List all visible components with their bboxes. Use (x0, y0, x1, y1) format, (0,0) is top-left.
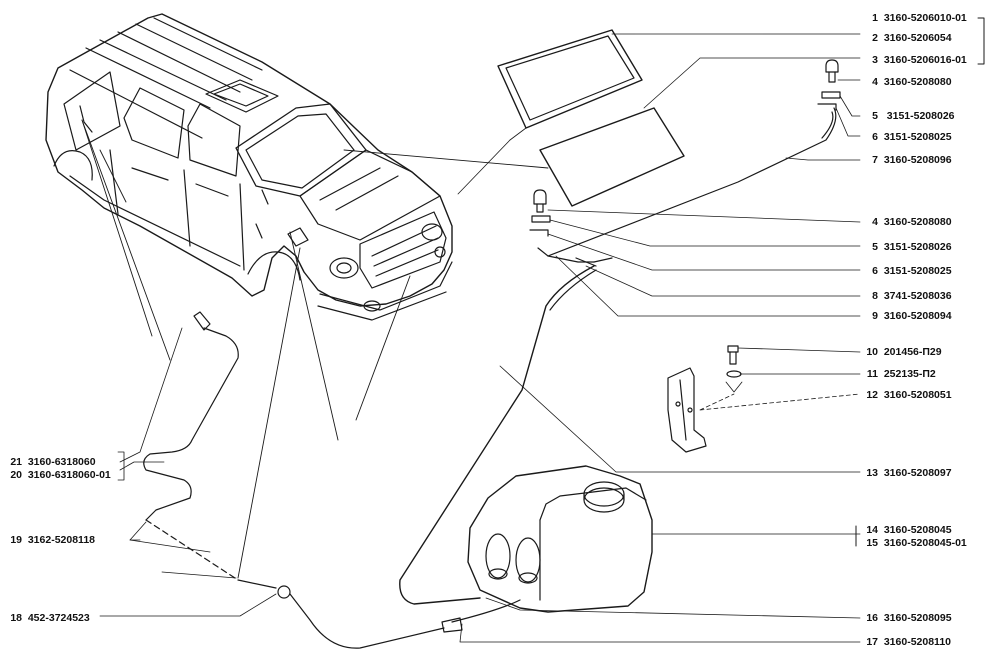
callout-code: 3151-5208025 (883, 265, 952, 277)
callout-number: 20 (10, 469, 22, 481)
callout-code: 452-3724523 (27, 612, 90, 624)
callout-6-upper: 6 3151-5208025 (868, 131, 952, 143)
callout-number: 6 (872, 131, 878, 143)
callout-code: 3160-5208045 (883, 524, 952, 536)
callout-21: 21 3160-6318060 (8, 456, 96, 468)
callout-code: 3160-5206010-01 (883, 12, 967, 24)
callout-number: 14 (866, 524, 878, 536)
callout-6-lower: 6 3151-5208025 (868, 265, 952, 277)
callout-number: 21 (10, 456, 22, 468)
callout-13: 13 3160-5208097 (862, 467, 952, 479)
callout-number: 8 (872, 290, 878, 302)
vehicle-illustration (45, 13, 453, 321)
callout-number: 5 (872, 110, 878, 122)
callout-code: 3160-5206016-01 (883, 54, 967, 66)
callout-4-lower: 4 3160-5208080 (868, 216, 952, 228)
callout-code: 3160-5208080 (883, 216, 952, 228)
callout-12: 12 3160-5208051 (862, 389, 952, 401)
rear-washer-hose (99, 311, 291, 617)
callout-4-upper: 4 3160-5208080 (868, 76, 952, 88)
callout-2: 2 3160-5206054 (868, 32, 952, 44)
callout-18: 18 452-3724523 (8, 612, 90, 624)
callout-8: 8 3741-5208036 (868, 290, 952, 302)
callout-code: 201456-П29 (883, 346, 942, 358)
rear-nozzle-assembly (547, 59, 861, 257)
callout-code: 3151-5208025 (883, 131, 952, 143)
callout-code: 3160-5208080 (883, 76, 952, 88)
callout-15: 15 3160-5208045-01 (862, 537, 967, 549)
callout-number: 15 (866, 537, 878, 549)
callout-code: 3741-5208036 (883, 290, 952, 302)
callout-code: 3160-6318060 (27, 456, 96, 468)
callout-code: 3160-5208097 (883, 467, 952, 479)
callout-10: 10 201456-П29 (862, 346, 942, 358)
washer-reservoir (467, 465, 861, 613)
callout-19: 19 3162-5208118 (8, 534, 95, 546)
callout-20: 20 3160-6318060-01 (8, 469, 111, 481)
callout-1: 1 3160-5206010-01 (868, 12, 967, 24)
callout-number: 10 (866, 346, 878, 358)
callout-16: 16 3160-5208095 (862, 612, 952, 624)
callout-5-upper: 5 3151-5208026 (868, 110, 955, 122)
callout-number: 4 (872, 76, 878, 88)
vehicle-leaders (81, 119, 549, 579)
callout-number: 9 (872, 310, 878, 322)
callout-code: 3160-5208096 (883, 154, 952, 166)
callout-7: 7 3160-5208096 (868, 154, 952, 166)
windshield-parts (457, 29, 861, 207)
callout-number: 3 (872, 54, 878, 66)
callout-3: 3 3160-5206016-01 (868, 54, 967, 66)
callout-code: 3160-5208095 (883, 612, 952, 624)
callout-17: 17 3160-5208110 (862, 636, 951, 648)
callout-number: 5 (872, 241, 878, 253)
callout-number: 11 (866, 368, 878, 380)
callout-number: 1 (872, 12, 878, 24)
callout-code: 3160-5206054 (883, 32, 952, 44)
callout-number: 16 (866, 612, 878, 624)
front-nozzle-assembly (529, 189, 861, 317)
callout-number: 7 (872, 154, 878, 166)
callout-code: 3151-5208026 (883, 241, 952, 253)
callout-number: 12 (866, 389, 878, 401)
callout-11: 11 252135-П2 (862, 368, 936, 380)
callout-number: 17 (866, 636, 878, 648)
bracket-assembly (667, 345, 861, 453)
callout-number: 6 (872, 265, 878, 277)
callout-code: 252135-П2 (883, 368, 936, 380)
callout-code: 3160-5208110 (883, 636, 951, 648)
group-brackets (855, 17, 985, 547)
callout-number: 2 (872, 32, 878, 44)
callout-code: 3160-5208045-01 (883, 537, 967, 549)
callout-code: 3160-5208051 (883, 389, 952, 401)
callout-number: 18 (10, 612, 22, 624)
washer-hoses (289, 265, 861, 649)
callout-code: 3160-5208094 (883, 310, 952, 322)
callout-14: 14 3160-5208045 (862, 524, 952, 536)
callout-number: 4 (872, 216, 878, 228)
callout-code: 3160-6318060-01 (27, 469, 111, 481)
callout-code: 3162-5208118 (27, 534, 95, 546)
callout-9: 9 3160-5208094 (868, 310, 952, 322)
callout-code: 3151-5208026 (886, 110, 955, 122)
callout-number: 13 (866, 467, 878, 479)
callout-5-lower: 5 3151-5208026 (868, 241, 952, 253)
callout-number: 19 (10, 534, 22, 546)
